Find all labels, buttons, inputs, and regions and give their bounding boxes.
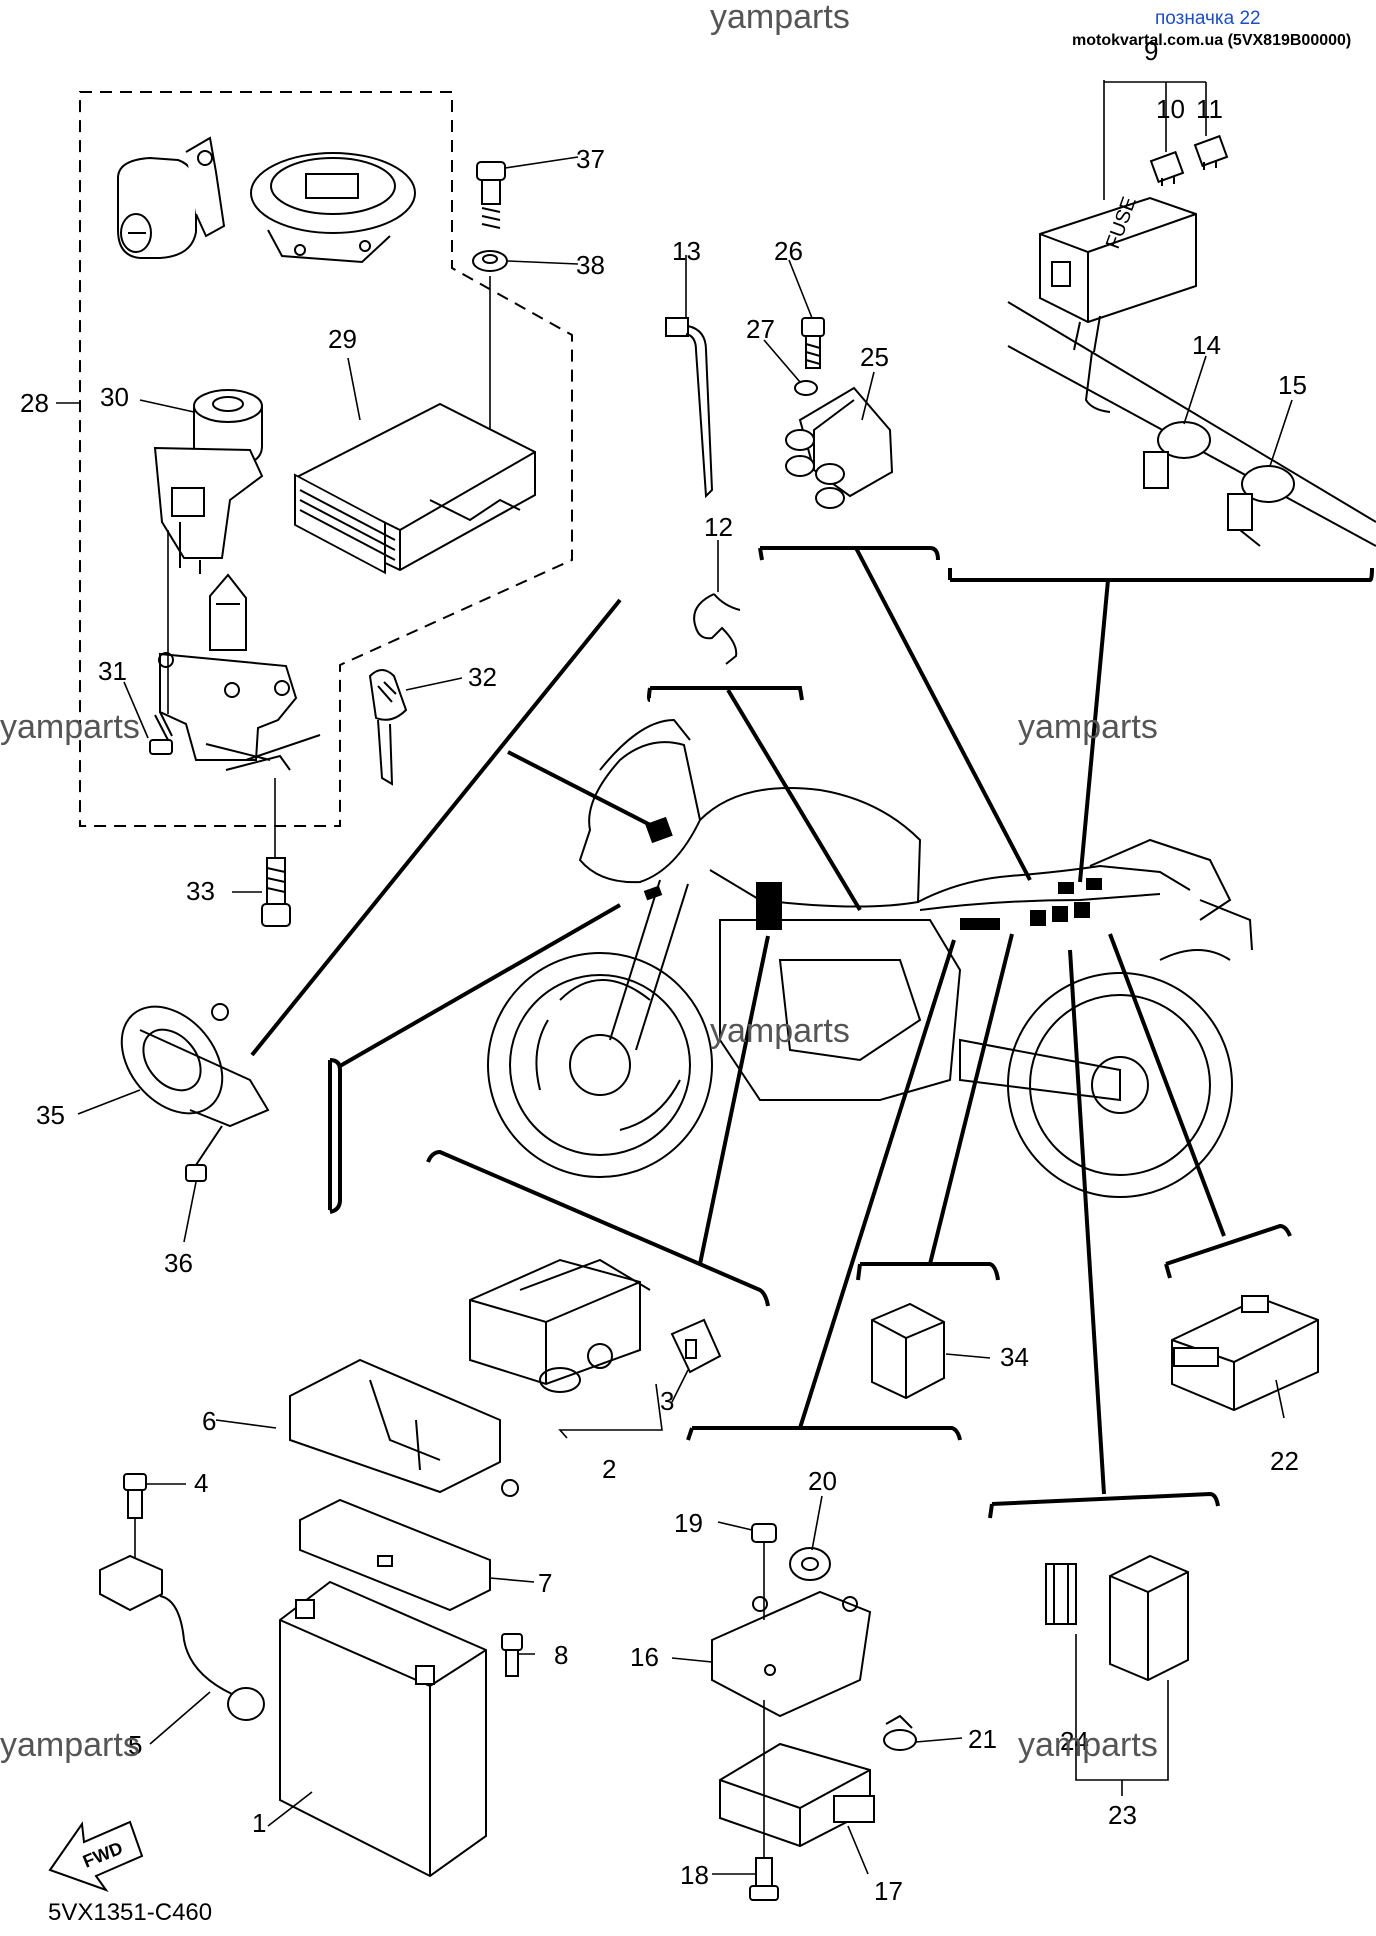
- motorcycle-outline: [487, 718, 1253, 1198]
- bike-connectors: [643, 816, 1102, 930]
- part-26-screw: [801, 317, 825, 369]
- callout-33[interactable]: 33: [186, 876, 215, 906]
- callout-14[interactable]: 14: [1192, 330, 1221, 360]
- part-16-bracket: [711, 1590, 872, 1718]
- watermark-left: yamparts: [0, 708, 140, 746]
- leader-9-10-11: [1103, 81, 1207, 200]
- callout-11[interactable]: 11: [1196, 94, 1223, 124]
- callout-4[interactable]: 4: [194, 1468, 208, 1498]
- callout-35[interactable]: 35: [36, 1100, 65, 1130]
- group-box-28: [79, 91, 573, 827]
- site-reference: motokvartal.com.ua (5VX819B00000): [1072, 32, 1351, 49]
- callout-24[interactable]: 24: [1060, 1726, 1089, 1756]
- part-11-fuse: [1193, 134, 1229, 170]
- group-brackets: [250, 546, 1374, 1519]
- part-20-grommet: [789, 1547, 831, 1581]
- part-18-bolt: [749, 1700, 779, 1901]
- watermark-right: yamparts: [1018, 708, 1158, 746]
- callout-17[interactable]: 17: [874, 1876, 903, 1906]
- part-12-clip: [693, 593, 741, 665]
- part-33-bolt: [261, 778, 291, 927]
- part-31-screw: [149, 711, 173, 755]
- part-1-battery: [279, 1580, 487, 1878]
- callout-25[interactable]: 25: [860, 342, 889, 372]
- part-17-unit: [719, 1742, 875, 1848]
- part-30-key-cylinder-top: [117, 136, 226, 259]
- part-35-horn: [120, 1003, 270, 1128]
- callout-1[interactable]: 1: [252, 1808, 266, 1838]
- part-10-fuse: [1149, 150, 1185, 186]
- part-7-pad: [299, 1498, 491, 1612]
- part-29-control-unit: [294, 402, 536, 575]
- callout-19[interactable]: 19: [674, 1508, 703, 1538]
- callout-8[interactable]: 8: [554, 1640, 568, 1670]
- callout-26[interactable]: 26: [774, 236, 803, 266]
- part-3-connector: [670, 1318, 722, 1374]
- callout-27[interactable]: 27: [746, 314, 775, 344]
- part-ignition-lock-assembly: [158, 573, 321, 771]
- part-21-clamp: [883, 1714, 917, 1751]
- part-13-cable-tie: [665, 317, 714, 499]
- part-fuel-cap: [250, 152, 416, 264]
- label-reference[interactable]: позначка 22: [1155, 8, 1261, 29]
- part-8-bolt: [501, 1633, 523, 1677]
- part-32-key: [368, 669, 408, 786]
- callout-28[interactable]: 28: [20, 388, 49, 418]
- callout-10[interactable]: 10: [1156, 94, 1185, 124]
- callout-20[interactable]: 20: [808, 1466, 837, 1496]
- part-22-unit: [1171, 1295, 1319, 1412]
- callout-7[interactable]: 7: [538, 1568, 552, 1598]
- callout-18[interactable]: 18: [680, 1860, 709, 1890]
- callouts: 1 2 3 4 5 6 7 8 9 10 11 12 13 14 15 16 1…: [20, 36, 1307, 1906]
- diagram-code: 5VX1351-C460: [48, 1899, 212, 1926]
- callout-9[interactable]: 9: [1144, 36, 1158, 66]
- part-36-bolt: [185, 1125, 223, 1182]
- callout-3[interactable]: 3: [660, 1386, 674, 1416]
- part-37-bolt: [476, 161, 506, 229]
- watermark-top: yamparts: [710, 0, 850, 36]
- callout-29[interactable]: 29: [328, 324, 357, 354]
- part-9-fuse-box: FUSE: [1039, 194, 1197, 353]
- part-5-cable: [99, 1554, 265, 1721]
- watermark-bottom-left: yamparts: [0, 1726, 140, 1764]
- callout-32[interactable]: 32: [468, 662, 497, 692]
- part-15-clamp: [1227, 465, 1295, 547]
- part-2-relay: [469, 1258, 651, 1393]
- part-30-main-switch: [153, 389, 264, 574]
- callout-31[interactable]: 31: [98, 656, 127, 686]
- part-25-relay: [785, 386, 894, 509]
- part-19-nut: [751, 1523, 777, 1620]
- callout-38[interactable]: 38: [576, 250, 605, 280]
- callout-15[interactable]: 15: [1278, 370, 1307, 400]
- callout-5[interactable]: 5: [128, 1730, 142, 1760]
- part-38-collar: [472, 250, 508, 272]
- part-24-connector: [1045, 1563, 1077, 1625]
- callout-36[interactable]: 36: [164, 1248, 193, 1278]
- part-23-relay: [1109, 1554, 1189, 1682]
- callout-21[interactable]: 21: [968, 1724, 997, 1754]
- callout-22[interactable]: 22: [1270, 1446, 1299, 1476]
- part-6-bracket: [289, 1358, 519, 1497]
- watermark-bottom-right: yamparts: [1018, 1726, 1158, 1764]
- part-14-clamp: [1143, 421, 1211, 489]
- callout-16[interactable]: 16: [630, 1642, 659, 1672]
- leader-23-24: [1075, 1634, 1169, 1796]
- callout-23[interactable]: 23: [1108, 1800, 1137, 1830]
- callout-13[interactable]: 13: [672, 236, 701, 266]
- callout-30[interactable]: 30: [100, 382, 129, 412]
- callout-37[interactable]: 37: [576, 144, 605, 174]
- part-34-relay: [871, 1302, 945, 1400]
- part-27-washer: [794, 380, 818, 396]
- callout-6[interactable]: 6: [202, 1406, 216, 1436]
- part-4-bolt: [123, 1473, 147, 1560]
- callout-12[interactable]: 12: [704, 512, 733, 542]
- callout-leaders: [56, 80, 1293, 1875]
- fwd-arrow-icon: FWD: [48, 1820, 144, 1893]
- watermarks: yamparts yamparts yamparts yamparts yamp…: [0, 708, 1158, 1764]
- callout-2[interactable]: 2: [602, 1454, 616, 1484]
- watermark-center: yamparts: [710, 1012, 850, 1050]
- callout-34[interactable]: 34: [1000, 1342, 1029, 1372]
